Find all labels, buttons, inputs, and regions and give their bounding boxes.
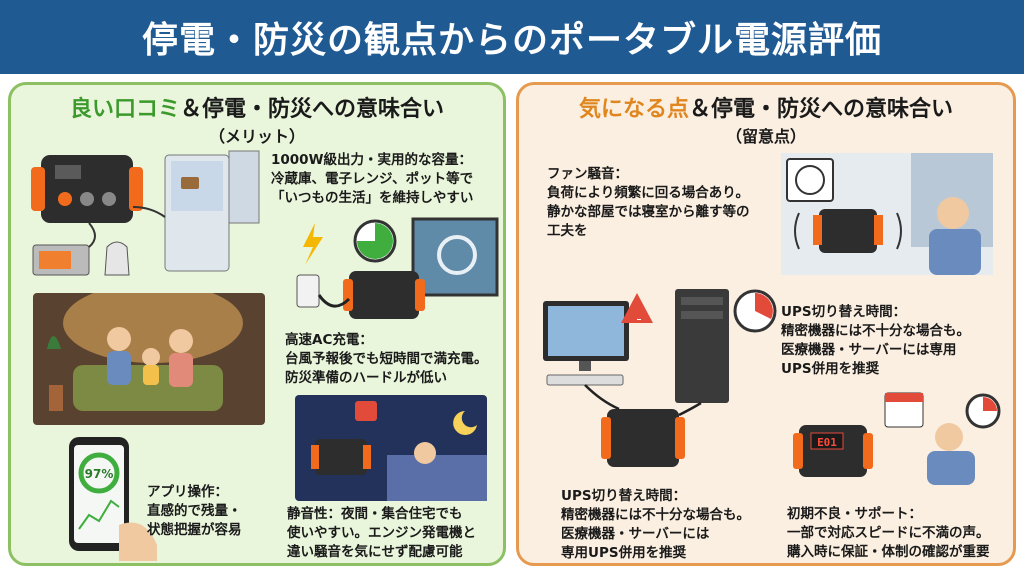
merit-capacity-text: 1000W級出力・実用的な容量： 冷蔵庫、電子レンジ、ポット等で 「いつもの生活… bbox=[271, 151, 473, 208]
concern-fan-line: 工夫を bbox=[547, 223, 588, 239]
power-station-icon bbox=[607, 409, 679, 467]
server-icon bbox=[675, 289, 729, 403]
concerns-title: 気になる点＆停電・防災への意味合い bbox=[519, 91, 1013, 123]
mute-icon bbox=[355, 401, 377, 421]
merit-quiet-heading: 静音性：夜間・集合住宅でも bbox=[287, 506, 463, 522]
power-station-icon bbox=[819, 209, 877, 253]
concern-support-line: 一部で対応スピードに不満の声。 bbox=[787, 525, 990, 541]
power-station-icon bbox=[315, 439, 367, 475]
concern-ups-line: 精密機器には不十分な場合も。 bbox=[781, 323, 970, 339]
concerns-title-accent: 気になる点 bbox=[578, 97, 689, 122]
fan-noise-illustration bbox=[781, 153, 993, 275]
concerns-title-rest: ＆停電・防災への意味合い bbox=[689, 97, 954, 122]
merit-capacity-line: 冷蔵庫、電子レンジ、ポット等で bbox=[271, 171, 474, 187]
ups-devices-illustration bbox=[541, 285, 791, 481]
merit-capacity-heading: 1000W級出力・実用的な容量： bbox=[271, 152, 472, 168]
concern-ups-heading: UPS切り替え時間： bbox=[561, 488, 687, 504]
concern-ups-line: 医療機器・サーバーには専用 bbox=[781, 342, 957, 358]
concern-fan-text: ファン騒音： 負荷により頻繁に回る場合あり。 静かな部屋では寝室から離す等の 工… bbox=[547, 165, 750, 241]
concern-fan-line: 負荷により頻繁に回る場合あり。 bbox=[547, 185, 749, 201]
appliances-illustration bbox=[31, 147, 261, 277]
merit-quiet-line: 使いやすい。エンジン発電機と bbox=[287, 525, 476, 541]
concern-ups-line: UPS併用を推奨 bbox=[781, 361, 880, 377]
merit-app-text: アプリ操作： 直感的で残量・ 状態把握が容易 bbox=[147, 483, 242, 540]
worried-person-icon bbox=[937, 197, 969, 229]
concern-support-heading: 初期不良・サポート： bbox=[787, 506, 922, 522]
error-code: E01 bbox=[817, 436, 837, 449]
fan-icon bbox=[786, 158, 834, 202]
concern-ups-heading: UPS切り替え時間： bbox=[781, 304, 907, 320]
concern-fan-line: 静かな部屋では寝室から離す等の bbox=[547, 204, 750, 220]
merits-subtitle: （メリット） bbox=[208, 127, 305, 146]
concerns-panel: 気になる点＆停電・防災への意味合い （留意点） ファン騒音： 負荷により頻繁に回… bbox=[516, 82, 1016, 566]
page-title: 停電・防災の観点からのポータブル電源評価 bbox=[141, 20, 882, 61]
charging-illustration bbox=[293, 215, 503, 325]
phone-person-icon bbox=[935, 423, 963, 451]
concern-ups-text-1: UPS切り替え時間： 精密機器には不十分な場合も。 医療機器・サーバーには専用 … bbox=[781, 303, 970, 379]
header-banner: 停電・防災の観点からのポータブル電源評価 bbox=[0, 0, 1024, 74]
merit-app-line: 直感的で残量・ bbox=[147, 503, 242, 519]
concern-ups-line: 専用UPS併用を推奨 bbox=[561, 545, 687, 561]
concern-ups-text-2: UPS切り替え時間： 精密機器には不十分な場合も。 医療機器・サーバーには 専用… bbox=[561, 487, 750, 563]
merits-title-rest: ＆停電・防災への意味合い bbox=[180, 97, 445, 122]
concerns-subtitle: （留意点） bbox=[725, 127, 806, 146]
concern-fan-heading: ファン騒音： bbox=[547, 166, 628, 182]
outlet-icon bbox=[296, 274, 320, 308]
merit-quiet-text: 静音性：夜間・集合住宅でも 使いやすい。エンジン発電機と 違い騒音を気にせず配慮… bbox=[287, 505, 476, 562]
typhoon-window-icon bbox=[411, 217, 499, 297]
support-illustration: E01 bbox=[793, 389, 1003, 485]
lightning-icon bbox=[303, 223, 323, 265]
merit-app-heading: アプリ操作： bbox=[147, 484, 228, 500]
merits-title: 良い口コミ＆停電・防災への意味合い bbox=[11, 91, 503, 123]
concern-ups-line: 医療機器・サーバーには bbox=[561, 526, 710, 542]
night-illustration bbox=[295, 395, 487, 501]
concern-support-line: 購入時に保証・体制の確認が重要 bbox=[787, 544, 990, 560]
merits-title-accent: 良い口コミ bbox=[69, 97, 180, 122]
merit-charging-heading: 高速AC充電： bbox=[285, 332, 373, 348]
concern-ups-line: 精密機器には不十分な場合も。 bbox=[561, 507, 750, 523]
merit-charging-line: 台風予報後でも短時間で満充電。 bbox=[285, 351, 488, 367]
moon-icon bbox=[453, 411, 477, 435]
merit-app-line: 状態把握が容易 bbox=[147, 522, 242, 538]
merit-charging-line: 防災準備のハードルが低い bbox=[285, 370, 447, 386]
concern-support-text: 初期不良・サポート： 一部で対応スピードに不満の声。 購入時に保証・体制の確認が… bbox=[787, 505, 990, 562]
merits-panel: 良い口コミ＆停電・防災への意味合い （メリット） 1000W級出力・実用的な容量… bbox=[8, 82, 506, 566]
merit-capacity-line: 「いつもの生活」を維持しやすい bbox=[271, 190, 474, 206]
merit-quiet-line: 違い騒音を気にせず配慮可能 bbox=[287, 544, 463, 560]
phone-illustration: 97% bbox=[59, 435, 159, 561]
power-station-icon bbox=[41, 155, 133, 223]
merit-charging-text: 高速AC充電： 台風予報後でも短時間で満充電。 防災準備のハードルが低い bbox=[285, 331, 488, 388]
family-illustration bbox=[33, 293, 265, 425]
battery-percent: 97% bbox=[85, 467, 114, 481]
warning-icon bbox=[621, 293, 653, 323]
kettle-icon bbox=[104, 241, 130, 276]
